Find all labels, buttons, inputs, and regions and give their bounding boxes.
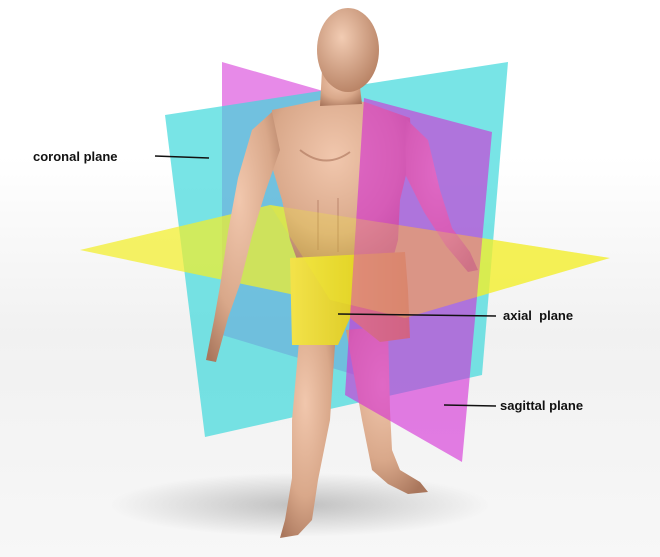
coronal-plane-label: coronal plane — [33, 149, 118, 165]
sagittal-plane-label: sagittal plane — [500, 398, 583, 414]
head — [317, 8, 379, 92]
sagittal-leader-line — [444, 405, 496, 406]
axial-plane-label: axial plane — [503, 308, 573, 324]
